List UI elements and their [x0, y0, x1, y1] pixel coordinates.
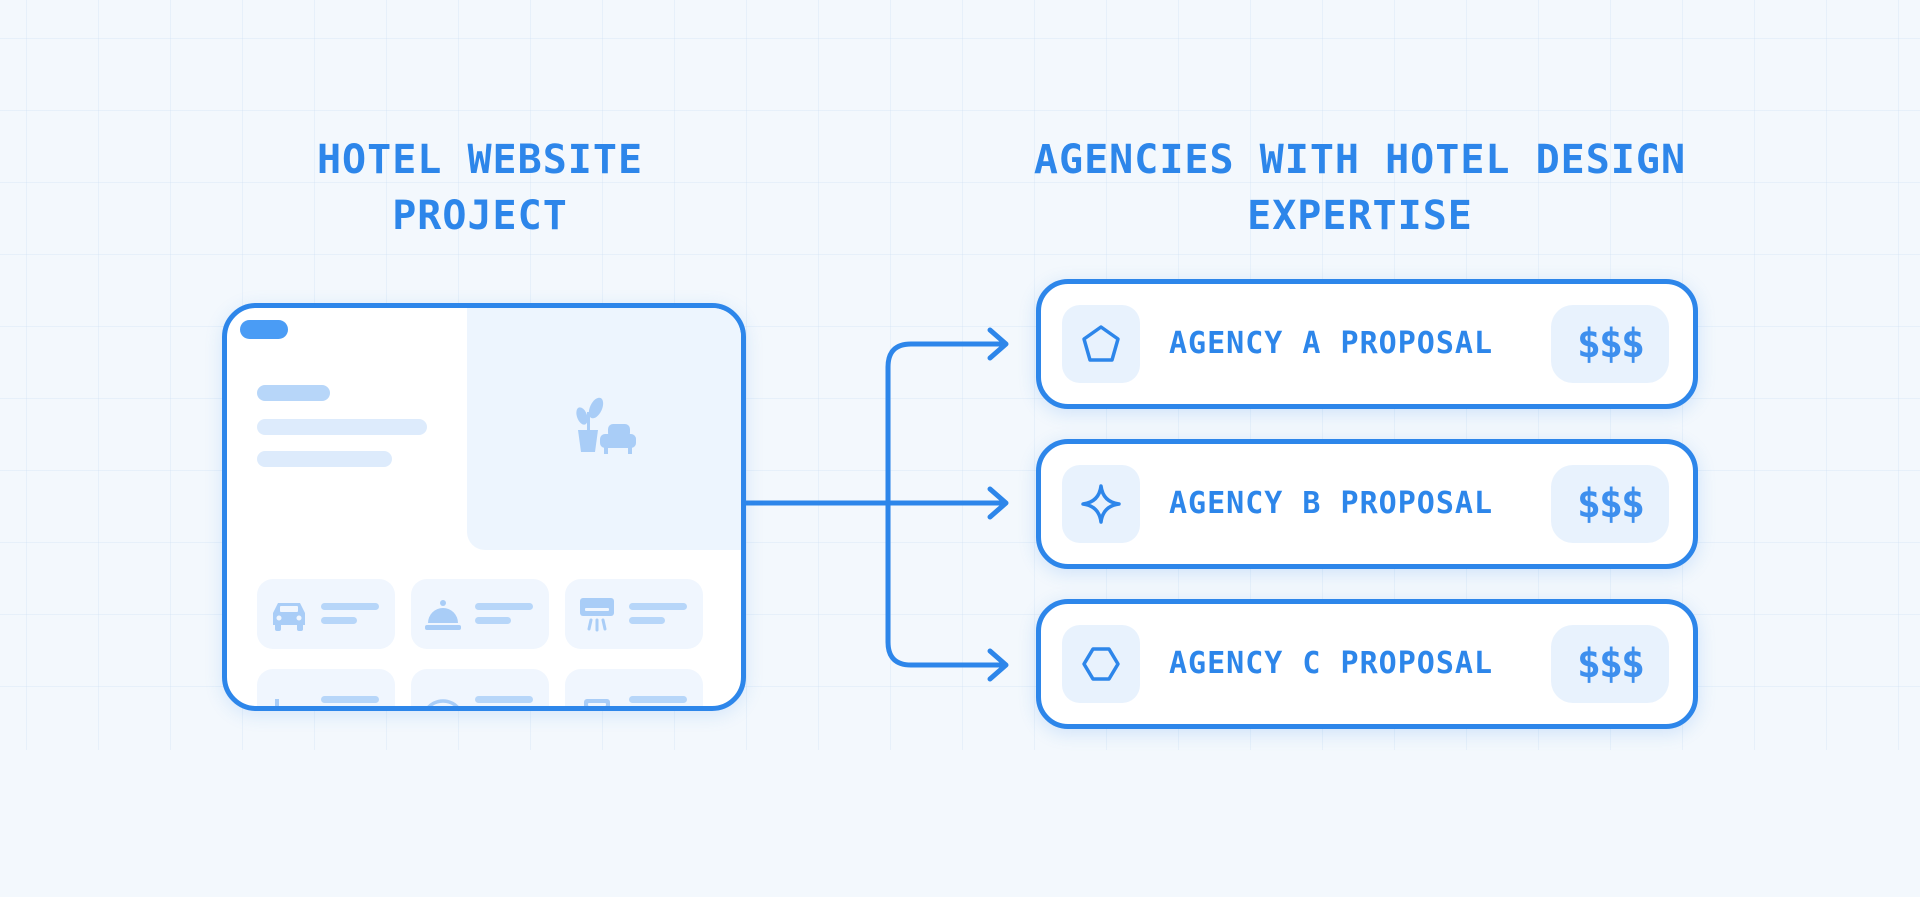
agency-card-b: AGENCY B PROPOSAL $$$	[1036, 439, 1698, 569]
amenity-tile-wifi	[411, 669, 549, 706]
browser-pill-left	[240, 320, 288, 339]
agency-a-label: AGENCY A PROPOSAL	[1169, 326, 1494, 361]
air-conditioner-icon	[580, 598, 614, 632]
agency-c-icon-box	[1062, 625, 1140, 703]
pentagon-icon	[1082, 325, 1120, 362]
agency-b-price: $$$	[1551, 465, 1669, 543]
car-icon	[273, 603, 305, 631]
project-heading-line-2: PROJECT	[392, 193, 568, 239]
laundry-icon	[584, 699, 610, 706]
text-placeholder-title	[257, 385, 330, 401]
text-placeholder-line-2	[257, 451, 392, 467]
luggage-icon	[275, 699, 279, 706]
room-service-bell-icon	[425, 600, 461, 630]
agency-b-label: AGENCY B PROPOSAL	[1169, 486, 1494, 521]
project-heading: HOTEL WEBSITE PROJECT	[260, 132, 700, 244]
agency-a-icon-box	[1062, 305, 1140, 383]
amenity-tile-luggage	[257, 669, 395, 706]
agency-card-c: AGENCY C PROPOSAL $$$	[1036, 599, 1698, 729]
wifi-icon	[427, 699, 459, 706]
agency-c-label: AGENCY C PROPOSAL	[1169, 646, 1494, 681]
agencies-heading-line-1: AGENCIES WITH HOTEL DESIGN	[1033, 137, 1687, 183]
plant-and-armchair-icon	[576, 397, 636, 454]
agency-card-a: AGENCY A PROPOSAL $$$	[1036, 279, 1698, 409]
hero-image-area	[467, 308, 741, 550]
arrowhead-a	[987, 327, 1009, 361]
amenity-tile-air-conditioner	[565, 579, 703, 649]
agencies-heading-line-2: EXPERTISE	[1247, 193, 1473, 239]
text-placeholder-line-1	[257, 419, 427, 435]
amenity-tile-room-service	[411, 579, 549, 649]
four-point-star-icon	[1081, 484, 1121, 524]
agency-a-price: $$$	[1551, 305, 1669, 383]
arrowhead-c	[987, 648, 1009, 682]
arrowhead-b	[987, 486, 1009, 520]
amenity-tile-car	[257, 579, 395, 649]
agency-c-price: $$$	[1551, 625, 1669, 703]
branch-to-agency-c	[885, 500, 1005, 668]
agencies-heading: AGENCIES WITH HOTEL DESIGN EXPERTISE	[980, 132, 1740, 244]
hotel-website-mockup	[222, 303, 746, 711]
agency-b-icon-box	[1062, 465, 1140, 543]
amenity-tile-laundry	[565, 669, 703, 706]
hexagon-icon	[1082, 647, 1120, 681]
project-heading-line-1: HOTEL WEBSITE	[316, 137, 644, 183]
branch-to-agency-a	[885, 341, 1005, 506]
